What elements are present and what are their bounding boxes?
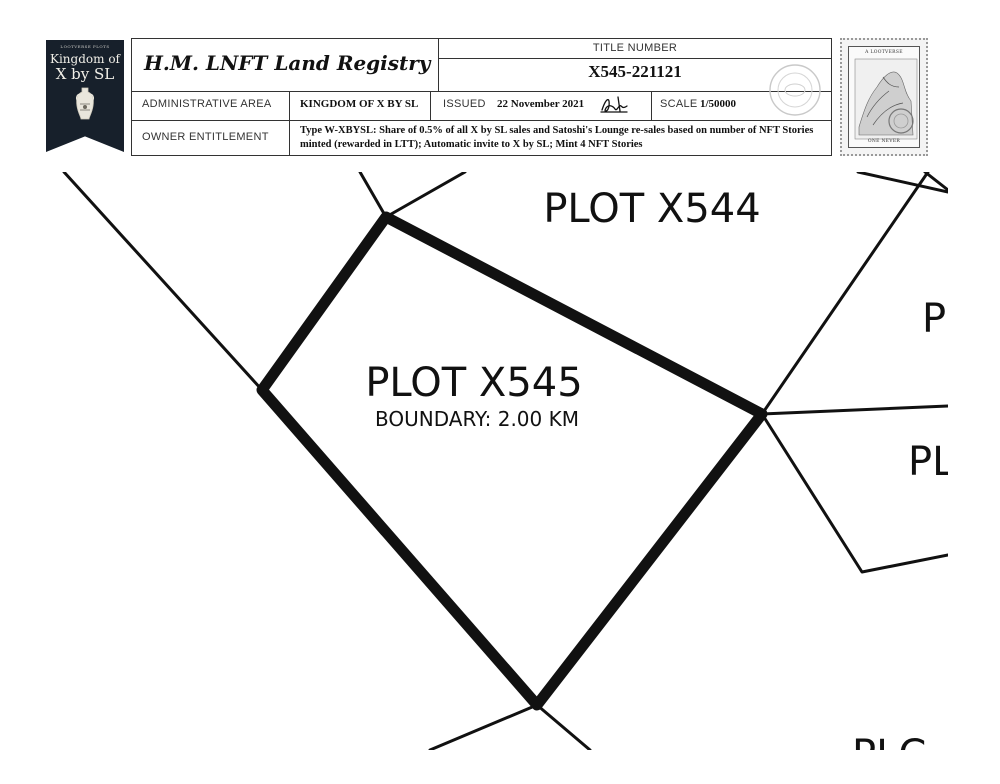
title-number-value: X545-221121 (588, 62, 682, 81)
boundary-line-top (384, 172, 467, 219)
boundary-line-right-lower (760, 412, 948, 574)
plot-partial-label-right-1: P (922, 296, 946, 342)
owner-entitlement-label: OWNER ENTITLEMENT (142, 131, 269, 143)
kingdom-badge: LOOTVERSE PLOTS Kingdom of X by SL (46, 40, 124, 152)
administrative-area-value: KINGDOM OF X BY SL (300, 98, 419, 110)
issued-date: 22 November 2021 (497, 98, 585, 110)
signature-icon (600, 96, 628, 113)
stamp-bottom-text: ONE NEVER (867, 139, 901, 144)
scale-value: 1/50000 (700, 98, 737, 110)
postage-stamp: A LOOTVERSE ONE NEVER (840, 38, 928, 156)
boundary-line-top-right-a (856, 172, 948, 194)
stamp-top-text: A LOOTVERSE (865, 50, 903, 55)
issued-label: ISSUED (443, 98, 486, 110)
boundary-line-bottom-left (428, 703, 539, 750)
plot-x545-boundary (256, 211, 768, 711)
boundary-line-left (62, 172, 264, 392)
plot-x545-label: PLOT X545 (365, 360, 582, 406)
registry-title: H.M. LNFT Land Registry (144, 51, 431, 75)
boundary-line-right-horizontal (760, 404, 948, 416)
registry-seal-watermark (769, 64, 821, 116)
plot-x544-label: PLOT X544 (543, 186, 760, 232)
boundary-line-bottom-right (535, 703, 592, 750)
badge-line-2: X by SL (55, 65, 115, 83)
scale-label: SCALE (660, 98, 698, 110)
boundary-line-top-left (358, 172, 388, 219)
plot-partial-label-right-2: PL (908, 439, 955, 485)
boundary-line-right-diagonal (760, 172, 930, 416)
stamp-inner: A LOOTVERSE ONE NEVER (848, 46, 920, 148)
plot-x545-boundary-label: BOUNDARY: 2.00 KM (375, 407, 579, 431)
plot-partial-label-bottom: PLC (852, 732, 926, 778)
badge-line-1: Kingdom of (50, 52, 120, 66)
stamp-illustration-icon (854, 58, 918, 140)
administrative-area-label: ADMINISTRATIVE AREA (142, 98, 272, 110)
badge-tiny-text: LOOTVERSE PLOTS (60, 44, 110, 49)
boundary-line-top-right-b (923, 172, 948, 192)
owner-entitlement-value: Type W-XBYSL: Share of 0.5% of all X by … (300, 125, 814, 150)
amphora-icon (75, 87, 95, 120)
registry-header-table: H.M. LNFT Land Registry TITLE NUMBER X54… (131, 38, 832, 156)
title-number-label: TITLE NUMBER (592, 42, 678, 54)
